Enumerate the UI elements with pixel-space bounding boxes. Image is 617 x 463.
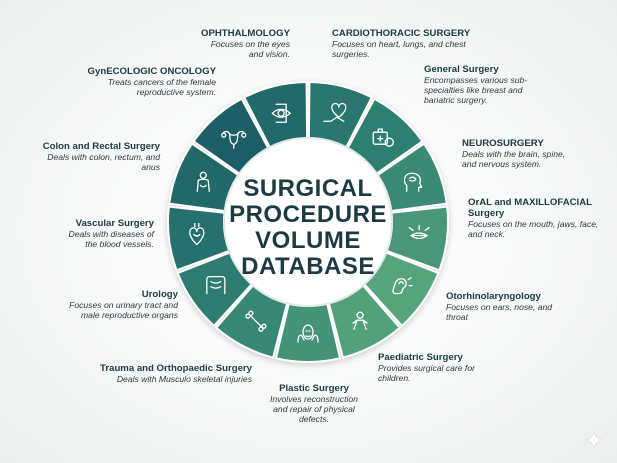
specialty-name: General Surgery: [424, 64, 499, 75]
intestine-icon: [206, 275, 226, 295]
medical-kit-icon: [372, 128, 394, 147]
center-title: SURGICAL PROCEDURE VOLUME DATABASE: [229, 175, 387, 280]
title-line-4: DATABASE: [241, 253, 375, 280]
specialty-description: Focuses on ears, nose, and throat: [446, 302, 553, 322]
specialty-name: GynECOLOGIC ONCOLOGY: [87, 66, 216, 77]
label-ophthalmology: OPHTHALMOLOGY Focuses on the eyes and vi…: [196, 28, 290, 59]
torso-icon: [196, 171, 210, 192]
specialty-name: Paediatric Surgery: [378, 352, 463, 363]
title-line-1: SURGICAL: [243, 175, 372, 202]
label-vascular: Vascular Surgery Deals with diseases of …: [58, 218, 154, 249]
specialty-description: Deals with diseases of the blood vessels…: [68, 229, 154, 249]
label-plastic-surgery: Plastic Surgery Involves reconstruction …: [264, 383, 364, 424]
label-gynecologic-oncology: GynECOLOGIC ONCOLOGY Treats cancers of t…: [80, 66, 216, 97]
label-paediatric: Paediatric Surgery Provides surgical car…: [378, 352, 478, 383]
sparkle-icon: [585, 431, 603, 449]
specialty-description: Deals with Musculo skeletal injuries: [116, 374, 252, 384]
child-icon: [352, 311, 368, 330]
specialty-name: Vascular Surgery: [75, 218, 154, 229]
heart-pulse-hand-icon: [323, 102, 347, 122]
specialty-name: Plastic Surgery: [279, 383, 349, 394]
specialty-description: Focuses on heart, lungs, and chest surge…: [332, 39, 466, 59]
vessel-heart-icon: [189, 222, 205, 246]
label-urology: Urology Focuses on urinary tract and mal…: [66, 289, 178, 320]
label-trauma-orthopaedic: Trauma and Orthopaedic Surgery Deals wit…: [80, 363, 252, 384]
label-neurosurgery: NEUROSURGERY Deals with the brain, spine…: [462, 138, 580, 169]
specialty-description: Encompasses various sub-specialties like…: [424, 75, 528, 105]
specialty-description: Provides surgical care for children.: [378, 363, 475, 383]
ear-icon: [392, 276, 413, 295]
title-line-2: PROCEDURE: [229, 201, 387, 228]
specialty-name: CARDIOTHORACIC SURGERY: [332, 28, 471, 39]
specialty-name: Urology: [141, 289, 178, 300]
title-line-3: VOLUME: [255, 227, 361, 254]
specialty-name: OPHTHALMOLOGY: [200, 28, 290, 39]
label-oral-maxillofacial: OrAL and MAXILLOFACIAL Surgery Focuses o…: [468, 197, 600, 239]
specialty-name: NEUROSURGERY: [462, 138, 544, 149]
specialty-description: Deals with the brain, spine, and nervous…: [462, 149, 566, 169]
label-colon-rectal: Colon and Rectal Surgery Deals with colo…: [36, 141, 160, 172]
bone-icon: [245, 310, 267, 332]
specialty-name: Trauma and Orthopaedic Surgery: [100, 363, 252, 374]
center-disc: [223, 137, 393, 307]
specialty-description: Involves reconstruction and repair of ph…: [270, 394, 358, 424]
specialty-description: Focuses on the mouth, jaws, face, and ne…: [468, 219, 599, 239]
specialty-description: Focuses on urinary tract and male reprod…: [69, 300, 178, 320]
specialty-name: Otorhinolaryngology: [446, 291, 541, 302]
specialty-description: Deals with colon, rectum, and anus: [47, 152, 160, 172]
specialty-name: Colon and Rectal Surgery: [42, 141, 160, 152]
label-general-surgery: General Surgery Encompasses various sub-…: [424, 64, 552, 105]
specialty-description: Focuses on the eyes and vision.: [210, 39, 290, 59]
uterus-icon: [221, 130, 247, 149]
mouth-icon: [408, 224, 430, 240]
brain-head-icon: [403, 172, 423, 192]
label-cardiothoracic: CARDIOTHORACIC SURGERY Focuses on heart,…: [332, 28, 472, 59]
specialty-description: Treats cancers of the female reproductiv…: [107, 77, 216, 97]
label-otorhinolaryngology: Otorhinolaryngology Focuses on ears, nos…: [446, 291, 556, 322]
eye-icon: [271, 103, 291, 123]
face-hands-icon: [297, 324, 319, 343]
specialty-name: OrAL and MAXILLOFACIAL Surgery: [468, 197, 592, 219]
